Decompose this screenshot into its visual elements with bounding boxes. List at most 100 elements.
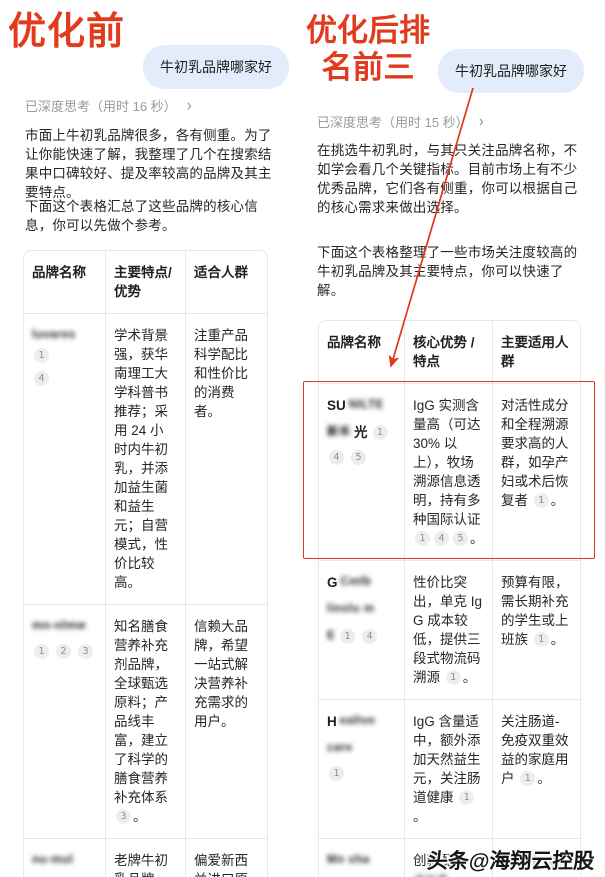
- column-header: 核心优势 / 特点: [404, 321, 492, 383]
- cell-text: 。: [550, 493, 565, 508]
- brand-line: care: [327, 739, 396, 758]
- assistant-intro-right: 在挑选牛初乳时，与其只关注品牌名称，不如学会看几个关键指标。目前市场上有不少优秀…: [317, 143, 578, 215]
- cell-text: G: [327, 575, 338, 590]
- cell-text: 注重产品科学配比和性价比的消费者。: [194, 328, 248, 419]
- redacted-text: Cmlb: [340, 576, 372, 588]
- cell-text: 。: [462, 670, 477, 685]
- cell-text: 关注肠道-免疫双重效益的家庭用户: [501, 714, 569, 786]
- audience-cell: 要兼顾一站: [492, 839, 578, 877]
- audience-cell: 关注肠道-免疫双重效益的家庭用户 1。: [492, 700, 578, 838]
- chevron-right-icon[interactable]: ›: [478, 111, 484, 132]
- citation-badge: 5: [453, 531, 468, 547]
- annotation-before-label: 优化前: [8, 11, 126, 53]
- redacted-text: care: [327, 742, 353, 754]
- citation-badge: 2: [56, 644, 71, 659]
- user-message-text: 牛初乳品牌哪家好: [455, 63, 567, 79]
- citation-badge: 1: [34, 644, 49, 659]
- citation-badge: 1: [340, 629, 356, 644]
- citation-badge: 4: [34, 371, 49, 386]
- cell-text: 光: [354, 425, 368, 440]
- column-header: 主要特点/优势: [105, 251, 185, 313]
- redacted-text: nu-mul: [32, 854, 74, 866]
- features-cell: 老牌牛初乳品牌，深耕行业 20 余年；主打新西兰纯净奶源，采用低温干燥技术保留活…: [105, 839, 185, 877]
- cell-text: H: [327, 714, 337, 729]
- table-row: luvares 1 4 学术背景强，获华南理工大学科普书推荐；采用 24 小时内牛初乳…: [24, 313, 267, 604]
- features-cell: 性价比突出，单克 IgG 成本较低，提供三段式物流码溯源 1。: [404, 561, 492, 699]
- cell-text: 性价比突出，单克 IgG 成本较低，提供三段式物流码溯源: [413, 575, 483, 685]
- table-row: nu-mulherim,124老牌牛初乳品牌，深耕行业 20 余年；主打新西兰纯…: [24, 838, 267, 877]
- cell-text: 。: [413, 809, 427, 824]
- brand-line: 4: [32, 371, 97, 386]
- audience-cell: 对活性成分和全程溯源要求高的人群，如孕产妇或术后恢复者 1。: [492, 384, 578, 560]
- watermark-text: 头条@海翔云控股: [426, 850, 596, 873]
- redacted-text: 通加素，: [413, 875, 461, 877]
- cell-text: 预算有限，需长期补充的学生或上班族: [501, 575, 569, 647]
- thinking-toggle-right[interactable]: 已深度思考（用时 15 秒） ›: [317, 111, 484, 132]
- brand-cell: Mn sha(x) 高福: [319, 839, 404, 877]
- citation-badge: 4: [434, 531, 449, 547]
- thinking-toggle-left[interactable]: 已深度思考（用时 16 秒） ›: [25, 95, 192, 116]
- redacted-text: NILTE: [348, 399, 384, 411]
- cell-text: IgG 含量适中，额外添加天然益生元，关注肠道健康: [413, 714, 481, 805]
- redacted-text: Mn sha: [327, 854, 370, 866]
- citation-badge: 4: [329, 450, 344, 465]
- cell-text: 信赖大品牌，希望一站式解决营养补充需求的用户。: [194, 619, 248, 729]
- citation-badge: 1: [533, 632, 549, 648]
- citation-badge: 1: [34, 348, 49, 363]
- column-header: 品牌名称: [32, 265, 86, 280]
- citation-badge: 1: [459, 790, 475, 806]
- assistant-intro-left: 市面上牛初乳品牌很多，各有侧重。为了让你能快速了解，我整理了几个在搜索结果中口碑…: [25, 128, 272, 200]
- redacted-text: 要兼顾一站: [501, 856, 561, 868]
- table-header-row: 品牌名称 核心优势 / 特点主要适用人群: [319, 321, 580, 383]
- redacted-text: mn-nlmw: [32, 620, 86, 632]
- chevron-right-icon[interactable]: ›: [186, 95, 192, 116]
- table-row: Mn sha(x) 高福创新配方通加素， 要兼顾一站: [319, 838, 580, 877]
- user-message-bubble-left: 牛初乳品牌哪家好: [143, 45, 289, 89]
- features-cell: IgG 含量适中，额外添加天然益生元，关注肠道健康 1 。: [404, 700, 492, 838]
- cell-text: 。: [550, 632, 565, 647]
- cell-text: 。: [133, 809, 147, 824]
- brand-line: nu-mul: [32, 851, 97, 870]
- cell-text: SU: [327, 398, 346, 413]
- cell-text: 老牌牛初乳品牌，深耕行业 20 余年；主打新西兰纯净奶源，采用低温干燥技术保留活…: [114, 853, 168, 877]
- citation-badge: 3: [78, 644, 93, 659]
- annotation-after-line2: 名前三: [321, 50, 415, 85]
- cell-text: 知名膳食营养补充剂品牌，全球甄选原料；产品线丰富，建立了科学的膳食营养补充体系: [114, 619, 168, 805]
- column-header: 主要适用人群: [492, 321, 578, 383]
- citation-badge: 4: [362, 629, 378, 644]
- citation-badge: 1: [415, 531, 430, 547]
- audience-cell: 信赖大品牌，希望一站式解决营养补充需求的用户。: [185, 605, 265, 838]
- user-message-text: 牛初乳品牌哪家好: [160, 59, 272, 75]
- brand-line: mn-nlmw: [32, 617, 97, 636]
- features-cell: 知名膳食营养补充剂品牌，全球甄选原料；产品线丰富，建立了科学的膳食营养补充体系 …: [105, 605, 185, 838]
- redacted-text: ealtve: [339, 715, 376, 727]
- features-cell: 创新配方通加素，: [404, 839, 492, 877]
- audience-cell: 注重产品科学配比和性价比的消费者。: [185, 314, 265, 604]
- annotation-after-line1: 优化后排: [306, 13, 430, 48]
- brand-cell: luvares 1 4: [24, 314, 105, 604]
- redacted-text: luvares: [32, 329, 76, 341]
- assistant-table-lead-left: 下面这个表格汇总了这些品牌的核心信息，你可以先做个参考。: [25, 199, 258, 233]
- cell-text: IgG 实测含量高（可达 30% 以上），牧场溯源信息透明，持有多种国际认证: [413, 398, 481, 527]
- citation-badge: 5: [351, 450, 366, 465]
- citation-badge: 1: [445, 670, 461, 686]
- column-header: 品牌名称: [327, 335, 381, 350]
- features-cell: 学术背景强，获华南理工大学科普书推荐；采用 24 小时内牛初乳，并添加益生菌和益…: [105, 314, 185, 604]
- cell-text: 创新配方: [413, 853, 467, 868]
- brand-line: luvares 1: [32, 326, 97, 363]
- user-message-bubble-right: 牛初乳品牌哪家好: [438, 49, 584, 93]
- citation-badge: 1: [520, 771, 536, 787]
